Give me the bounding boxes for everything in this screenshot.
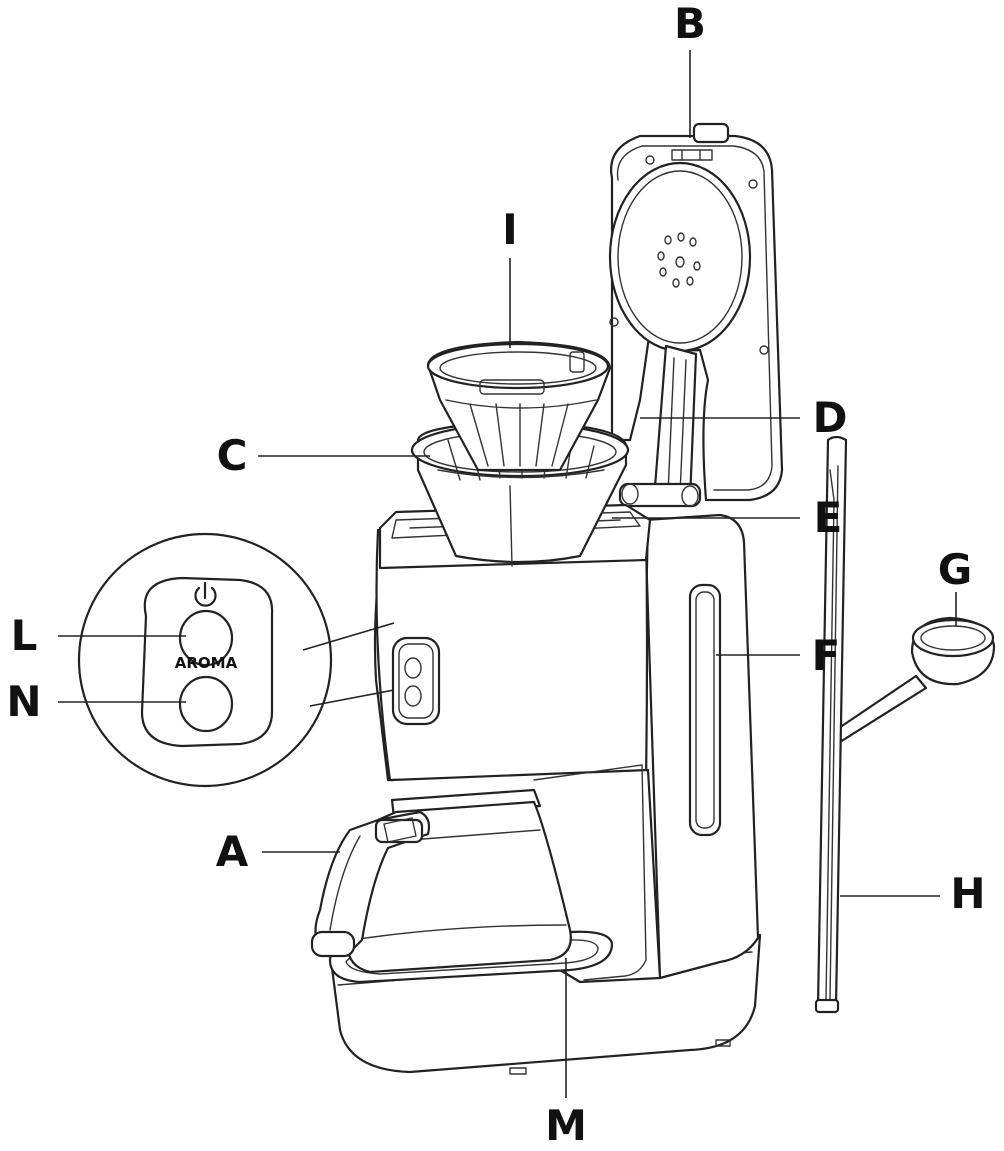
callout-label-l: L — [11, 611, 38, 660]
callout-label-g: G — [938, 545, 972, 594]
callout-label-e: E — [814, 493, 843, 542]
aroma-label: AROMA — [175, 654, 238, 672]
shower-holes — [657, 232, 701, 288]
aroma-button[interactable] — [178, 675, 234, 733]
carafe — [310, 788, 572, 974]
measuring-spoon — [831, 616, 996, 744]
callout-label-c: C — [217, 431, 248, 480]
callout-label-b: B — [674, 0, 706, 48]
cleaning-tool — [814, 435, 848, 1014]
callout-label-i: I — [502, 205, 518, 254]
permanent-filter — [426, 340, 612, 472]
machine-body — [328, 503, 762, 1075]
callout-label-f: F — [812, 631, 841, 680]
lid — [608, 122, 784, 508]
power-icon — [194, 581, 217, 607]
callout-label-m: M — [545, 1101, 587, 1150]
callout-label-h: H — [950, 869, 985, 918]
callout-label-d: D — [813, 393, 848, 442]
control-panel-callout: AROMA — [77, 532, 395, 788]
power-button[interactable] — [178, 609, 234, 667]
callout-label-a: A — [216, 827, 249, 876]
callout-label-n: N — [6, 677, 41, 726]
callout-labels: B I C D E F G H A M L N — [6, 0, 985, 1150]
leader-lines — [58, 50, 957, 1098]
